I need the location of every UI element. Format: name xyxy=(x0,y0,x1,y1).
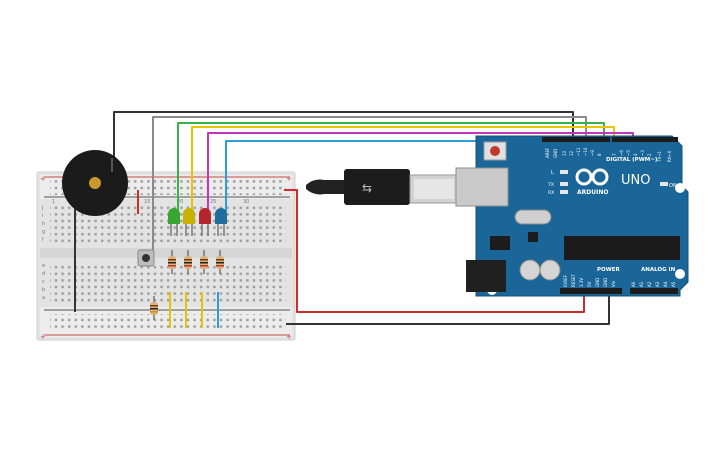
arduino-logo-icon xyxy=(575,168,609,186)
row-letter: j xyxy=(41,205,43,211)
svg-text:+: + xyxy=(286,333,292,341)
pin-label: A4 xyxy=(663,281,668,287)
wire-black-gnd xyxy=(286,288,610,325)
analog-label: ANALOG IN xyxy=(641,267,676,273)
led-blue[interactable] xyxy=(215,208,227,236)
resistor xyxy=(200,250,208,274)
wire-red-5v xyxy=(284,189,585,313)
l-label: L xyxy=(551,170,554,176)
wire-green xyxy=(177,122,605,212)
svg-text:+: + xyxy=(286,175,292,183)
wire-gray xyxy=(152,116,587,260)
pin-label: ~5 xyxy=(626,150,631,156)
pin-label: 12 xyxy=(569,150,574,156)
pin-label: A1 xyxy=(639,281,644,287)
power-label: POWER xyxy=(597,267,621,273)
analog-pin-labels: A0 A1 A2 A3 A4 A5 xyxy=(631,281,676,287)
reset-button[interactable] xyxy=(490,146,500,156)
arduino-model: UNO xyxy=(621,173,650,188)
pin-label: 4 xyxy=(633,153,638,156)
svg-text:+: + xyxy=(40,175,46,183)
row-letter: h xyxy=(42,221,45,227)
pin-label: GND xyxy=(595,278,600,287)
pin-label: 8 xyxy=(597,153,602,156)
column-number: 30 xyxy=(243,199,249,205)
pin-label: ~10 xyxy=(583,147,588,156)
resistor xyxy=(150,296,158,320)
rx-label: RX xyxy=(548,190,554,196)
pin-label: ~9 xyxy=(590,150,595,156)
pin-label: GND xyxy=(603,278,608,287)
row-letter: d xyxy=(42,271,45,277)
pin-label: RX←0 xyxy=(667,150,672,162)
row-letter: c xyxy=(42,279,45,285)
row-letter: i xyxy=(42,213,43,219)
pin-label: IOREF xyxy=(563,274,568,287)
arduino-labels: ARDUINO UNO DIGITAL (PWM~) POWER ANALOG … xyxy=(545,147,677,273)
tx-label: TX xyxy=(547,182,554,188)
row-letters: j i h g f e d c b a xyxy=(41,205,45,301)
piezo-buzzer[interactable] xyxy=(62,150,128,216)
pin-label: A2 xyxy=(647,281,652,287)
leds xyxy=(168,208,227,236)
resistors xyxy=(150,250,224,320)
pin-label: RESET xyxy=(571,274,576,287)
led-red[interactable] xyxy=(199,208,211,236)
column-number: 1 xyxy=(52,199,55,205)
column-number: 15 xyxy=(144,199,150,205)
power-pin-labels: IOREF RESET 3.3V 5V GND GND Vin xyxy=(563,274,616,287)
resistor xyxy=(184,250,192,274)
arduino-brand: ARDUINO xyxy=(577,189,608,196)
row-letter: b xyxy=(42,287,45,293)
aref-label: AREF xyxy=(545,147,550,158)
pin-label: 3.3V xyxy=(579,278,584,287)
usb-symbol-icon: ⇆ xyxy=(362,181,372,195)
usb-cable[interactable]: ⇆ xyxy=(306,169,459,205)
led-yellow[interactable] xyxy=(183,208,195,236)
arduino-uno-board[interactable] xyxy=(455,135,689,297)
pin-label: ~6 xyxy=(619,150,624,156)
led-green[interactable] xyxy=(168,208,180,236)
pin-label: 2 xyxy=(647,153,652,156)
gnd-label: GND xyxy=(553,149,558,158)
pin-label: A5 xyxy=(671,281,676,287)
row-letter: a xyxy=(42,295,45,301)
pushbutton[interactable] xyxy=(137,249,155,267)
pin-label: A0 xyxy=(631,281,636,287)
pin-label: 7 xyxy=(612,153,617,156)
row-letter: f xyxy=(42,237,44,243)
digital-pin-labels: 13 12 ~11 ~10 ~9 8 7 ~6 ~5 4 ~3 2 TX→1 R… xyxy=(562,147,672,163)
pin-label: TX→1 xyxy=(657,150,662,163)
digital-label: DIGITAL (PWM~) xyxy=(606,157,658,163)
svg-text:+: + xyxy=(40,333,46,341)
column-number: 25 xyxy=(210,199,216,205)
resistor xyxy=(168,250,176,274)
pin-label: 13 xyxy=(562,150,567,156)
on-label: ON xyxy=(669,183,677,189)
resistor xyxy=(216,250,224,274)
column-number: 20 xyxy=(177,199,183,205)
pin-label: Vin xyxy=(611,280,616,287)
pin-label: A3 xyxy=(655,281,660,287)
row-letter: e xyxy=(42,263,45,269)
row-letter: g xyxy=(42,229,45,235)
pin-label: 5V xyxy=(587,281,592,287)
pin-label: ~3 xyxy=(640,150,645,156)
pin-label: ~11 xyxy=(576,147,581,156)
